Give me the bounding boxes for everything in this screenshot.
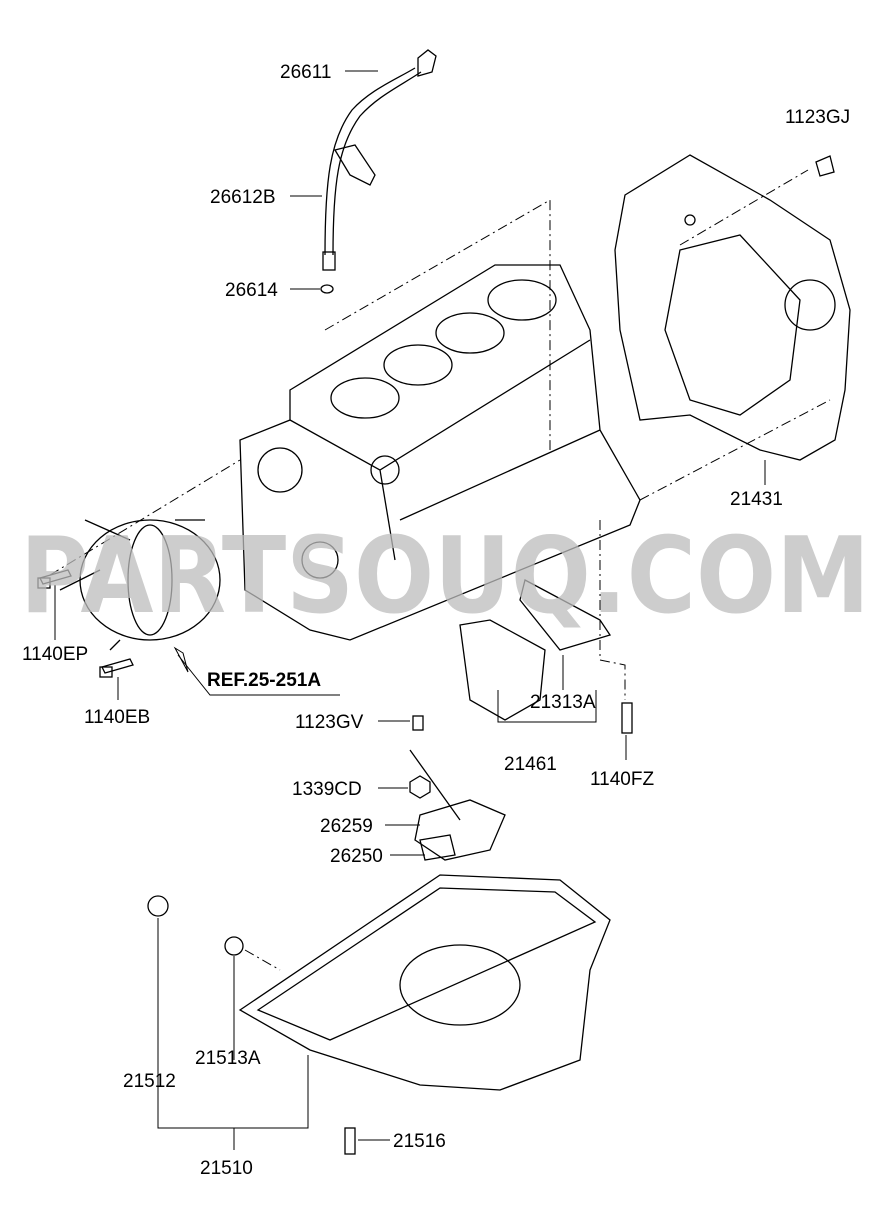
dipstick xyxy=(320,49,437,294)
bolts xyxy=(37,155,835,1155)
callout-21461[interactable]: 21461 xyxy=(504,754,557,775)
callout-21313A[interactable]: 21313A xyxy=(530,692,596,713)
oil-pan xyxy=(147,874,611,1091)
leader-lines xyxy=(54,70,766,1150)
callout-26259[interactable]: 26259 xyxy=(320,816,373,837)
callout-1140FZ[interactable]: 1140FZ xyxy=(590,769,654,790)
callout-1123GJ[interactable]: 1123GJ xyxy=(785,107,850,128)
cylinder-block xyxy=(239,264,641,641)
brackets xyxy=(459,579,612,721)
callout-26614[interactable]: 26614 xyxy=(225,280,278,301)
cooling-fan xyxy=(59,519,221,651)
alignment-lines xyxy=(49,169,831,971)
callout-21431[interactable]: 21431 xyxy=(730,489,783,510)
callout-1339CD[interactable]: 1339CD xyxy=(292,779,362,800)
callout-1140EP[interactable]: 1140EP xyxy=(22,644,88,665)
callout-1123GV[interactable]: 1123GV xyxy=(295,712,364,733)
callout-26612B[interactable]: 26612B xyxy=(210,187,276,208)
rear-plate xyxy=(614,154,851,461)
oil-strainer xyxy=(409,749,506,861)
callout-21512[interactable]: 21512 xyxy=(123,1071,176,1092)
callout-21510[interactable]: 21510 xyxy=(200,1158,253,1179)
callout-1140EB[interactable]: 1140EB xyxy=(84,707,150,728)
callout-21513A[interactable]: 21513A xyxy=(195,1048,261,1069)
watermark: PARTSOUQ.COM xyxy=(20,515,870,637)
reference-label[interactable]: REF.25-251A xyxy=(207,670,321,691)
callout-21516[interactable]: 21516 xyxy=(393,1131,446,1152)
callout-26250[interactable]: 26250 xyxy=(330,846,383,867)
callout-26611[interactable]: 26611 xyxy=(280,62,331,83)
